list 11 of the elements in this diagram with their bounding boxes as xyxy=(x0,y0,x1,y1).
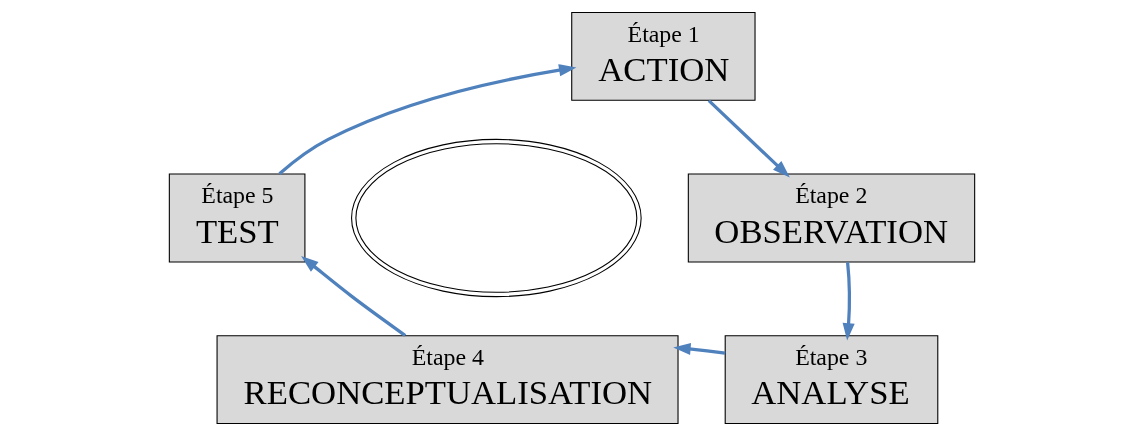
node-box: Étape 4 RECONCEPTUALISATION xyxy=(216,335,679,425)
node-ring xyxy=(350,138,642,298)
arrow xyxy=(672,342,725,356)
node-box: Étape 3 ANALYSE xyxy=(724,335,938,425)
arrow xyxy=(300,256,406,337)
arrow xyxy=(842,262,855,341)
arrow xyxy=(707,99,790,178)
node-box: Étape 2 OBSERVATION xyxy=(687,173,975,263)
node-box: Étape 5 TEST xyxy=(168,173,305,263)
node-box: Étape 1 ACTION xyxy=(570,11,756,101)
arrow xyxy=(277,64,576,175)
